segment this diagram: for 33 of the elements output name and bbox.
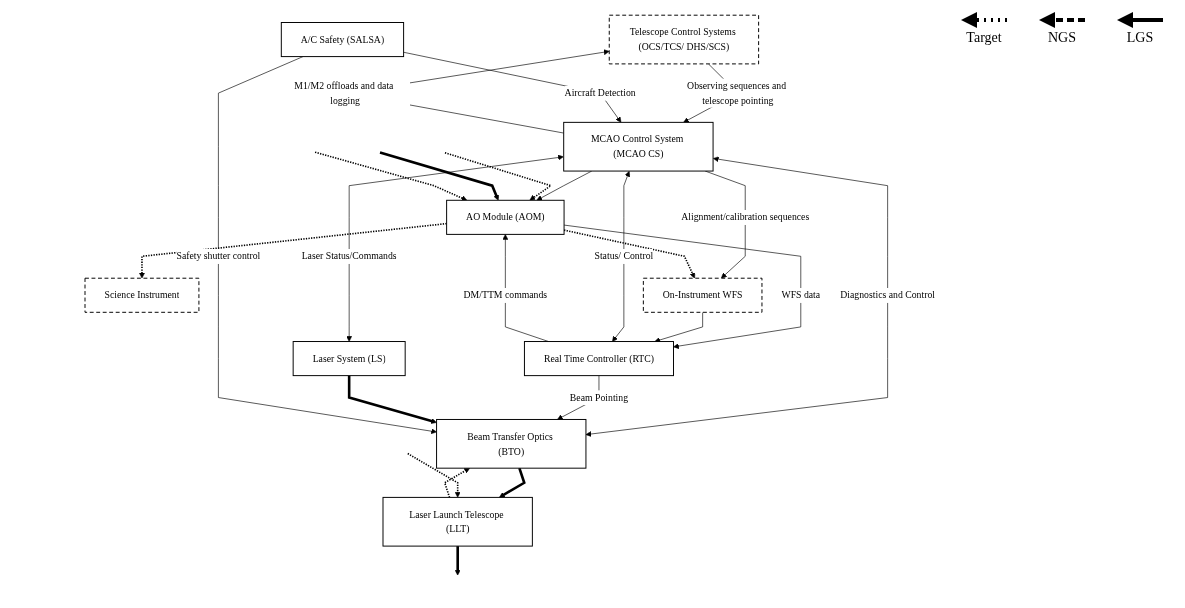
node-box: Laser Launch Telescope (LLT)	[382, 496, 533, 547]
edge-label: Laser Status/Commands	[301, 250, 397, 262]
edge-label: Observing sequences and telescope pointing	[687, 80, 787, 106]
arrow	[444, 151, 553, 201]
arrow	[139, 222, 448, 279]
arrow	[443, 467, 470, 499]
edge-label: Status/ Control	[594, 250, 654, 262]
legend-label: LGS	[1126, 30, 1154, 46]
edge-label: DM/TTM commands	[463, 289, 548, 301]
edge-label: Safety shutter control	[176, 250, 261, 262]
node-box: MCAO Control System (MCAO CS)	[563, 121, 714, 172]
edge-label: Diagnostics and Control	[840, 289, 935, 301]
edge-label: Aircraft Detection	[564, 87, 636, 99]
node-box: Real Time Controller (RTC)	[523, 341, 674, 377]
node-box: Laser System (LS)	[292, 341, 406, 377]
arrow	[347, 375, 437, 424]
arrow	[499, 467, 526, 498]
node-box: AO Module (AOM)	[446, 199, 565, 235]
node-box: Telescope Control Systems (OCS/TCS/ DHS/SCS)	[608, 14, 760, 65]
edge-label: M1/M2 offloads and data logging	[294, 80, 394, 106]
legend-label: Target	[966, 30, 1002, 46]
edge-label: WFS data	[781, 289, 821, 301]
node-box: Science Instrument	[84, 277, 200, 313]
arrow	[454, 546, 461, 576]
arrow	[314, 151, 468, 201]
node-box: On-Instrument WFS	[642, 277, 763, 313]
edge-label: Beam Pointing	[569, 392, 629, 403]
node-box: A/C Safety (SALSA)	[280, 22, 405, 58]
node-box: Beam Transfer Optics (BTO)	[436, 418, 587, 469]
edge-label: Alignment/calibration sequences	[681, 211, 810, 223]
arrow	[406, 452, 461, 498]
legend-label: NGS	[1048, 30, 1076, 46]
arrow	[379, 151, 499, 201]
